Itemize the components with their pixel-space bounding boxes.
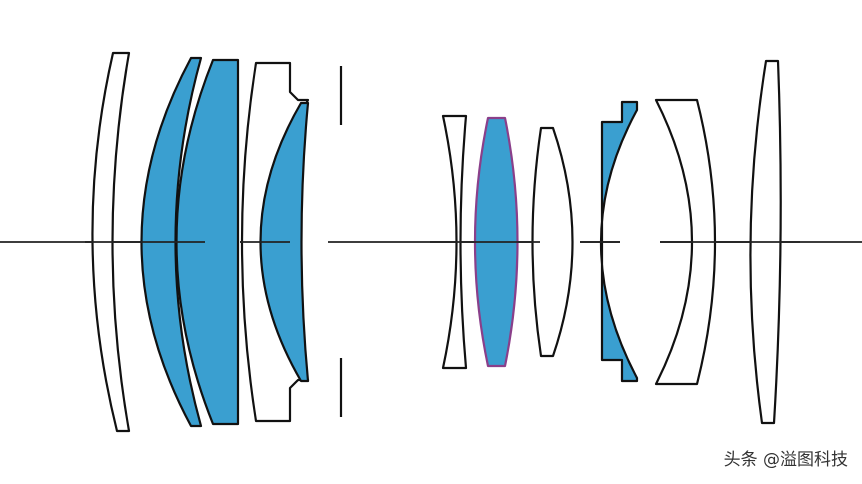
lens-element-6	[441, 114, 468, 370]
lens-element-8	[531, 126, 574, 358]
lens-element-9	[599, 100, 639, 383]
lens-element-10	[654, 98, 717, 386]
watermark-text: 头条 @溢图科技	[723, 450, 848, 470]
lens-element-3	[175, 58, 240, 426]
